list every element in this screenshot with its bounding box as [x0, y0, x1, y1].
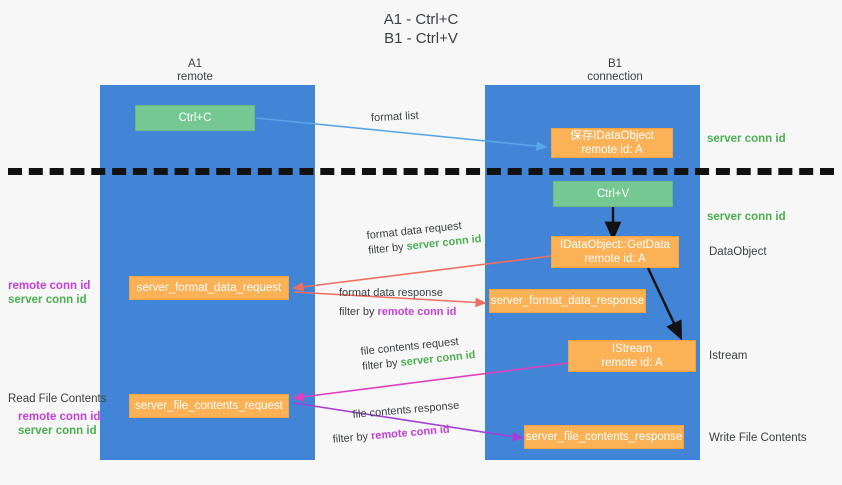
box-server-format-data-response-label: server_format_data_response: [490, 295, 645, 307]
box-save-idataobject-sub: remote id: A: [581, 144, 643, 156]
column-header-a1: A1 remote: [120, 58, 270, 84]
note-dataobject: DataObject: [709, 246, 767, 258]
column-header-b1: B1 connection: [520, 58, 710, 84]
edge-label-file-contents-request: file contents request filter by server c…: [360, 333, 476, 375]
box-ctrl-c[interactable]: Ctrl+C: [135, 105, 255, 131]
note-server-conn-id-1: server conn id: [707, 133, 786, 145]
edge-label-format-list: format list: [371, 109, 419, 126]
filter-value-4: remote conn id: [370, 423, 451, 443]
note-group-format-conn-ids: remote conn id server conn id: [8, 279, 90, 307]
box-server-file-contents-response[interactable]: server_file_contents_response: [524, 425, 684, 449]
box-istream-title: IStream: [611, 343, 653, 355]
phase-divider: [8, 168, 834, 175]
box-ctrl-v[interactable]: Ctrl+V: [553, 181, 673, 207]
box-server-file-contents-request[interactable]: server_file_contents_request: [129, 394, 289, 418]
filter-prefix-4: filter by: [332, 430, 372, 446]
box-ctrl-c-label: Ctrl+C: [178, 112, 212, 124]
box-istream[interactable]: IStream remote id: A: [568, 340, 696, 372]
note-remote-conn-id-1: remote conn id: [8, 280, 91, 292]
edge-label-file-contents-response-filter: filter by remote conn id: [332, 422, 462, 448]
note-group-file-conn-ids: remote conn id server conn id: [18, 410, 100, 438]
column-b1-sub: connection: [587, 71, 643, 83]
note-server-conn-id-2: server conn id: [707, 211, 786, 223]
box-server-format-data-request-label: server_format_data_request: [136, 282, 282, 294]
title-line-1: A1 - Ctrl+C: [383, 11, 459, 28]
filter-prefix-1: filter by: [367, 240, 408, 257]
edge-label-format-data-response-filter: filter by remote conn id: [339, 305, 456, 320]
edge-label-format-list-text: format list: [370, 109, 419, 125]
note-server-conn-id-left-1: server conn id: [8, 294, 87, 306]
note-remote-conn-id-2: remote conn id: [18, 411, 101, 423]
filter-prefix-2: filter by: [339, 306, 378, 318]
edge-label-file-contents-response-text: file contents response: [352, 399, 460, 421]
note-read-file-contents: Read File Contents: [8, 393, 107, 405]
edge-label-format-data-request: format data request filter by server con…: [366, 217, 482, 259]
box-idataobject-getdata[interactable]: IDataObject::GetData remote id: A: [551, 236, 679, 268]
title-line-2: B1 - Ctrl+V: [384, 30, 458, 47]
box-getdata-title: IDataObject::GetData: [560, 239, 670, 251]
note-server-conn-id-left-2: server conn id: [18, 425, 97, 437]
column-a1-sub: remote: [177, 71, 213, 83]
note-write-file-contents: Write File Contents: [709, 432, 807, 444]
filter-prefix-3: filter by: [361, 356, 402, 373]
box-istream-sub: remote id: A: [601, 357, 663, 369]
box-server-format-data-response[interactable]: server_format_data_response: [489, 289, 646, 313]
box-save-idataobject-title: 保存IDataObject: [570, 130, 654, 142]
box-server-file-contents-request-label: server_file_contents_request: [135, 400, 283, 412]
column-b1-name: B1: [607, 58, 623, 70]
edge-label-format-data-response: format data response filter by remote co…: [339, 286, 456, 320]
page-title: A1 - Ctrl+C B1 - Ctrl+V: [0, 10, 842, 48]
column-a1-name: A1: [187, 58, 203, 70]
box-getdata-sub: remote id: A: [584, 253, 646, 265]
box-ctrl-v-label: Ctrl+V: [596, 188, 630, 200]
edge-label-format-data-response-text: format data response: [339, 287, 443, 299]
filter-value-2: remote conn id: [377, 306, 457, 318]
box-server-file-contents-response-label: server_file_contents_response: [525, 431, 683, 443]
note-istream: Istream: [709, 350, 748, 362]
box-save-idataobject[interactable]: 保存IDataObject remote id: A: [551, 128, 673, 158]
edge-label-file-contents-response: file contents response filter by remote …: [332, 399, 462, 446]
box-server-format-data-request[interactable]: server_format_data_request: [129, 276, 289, 300]
